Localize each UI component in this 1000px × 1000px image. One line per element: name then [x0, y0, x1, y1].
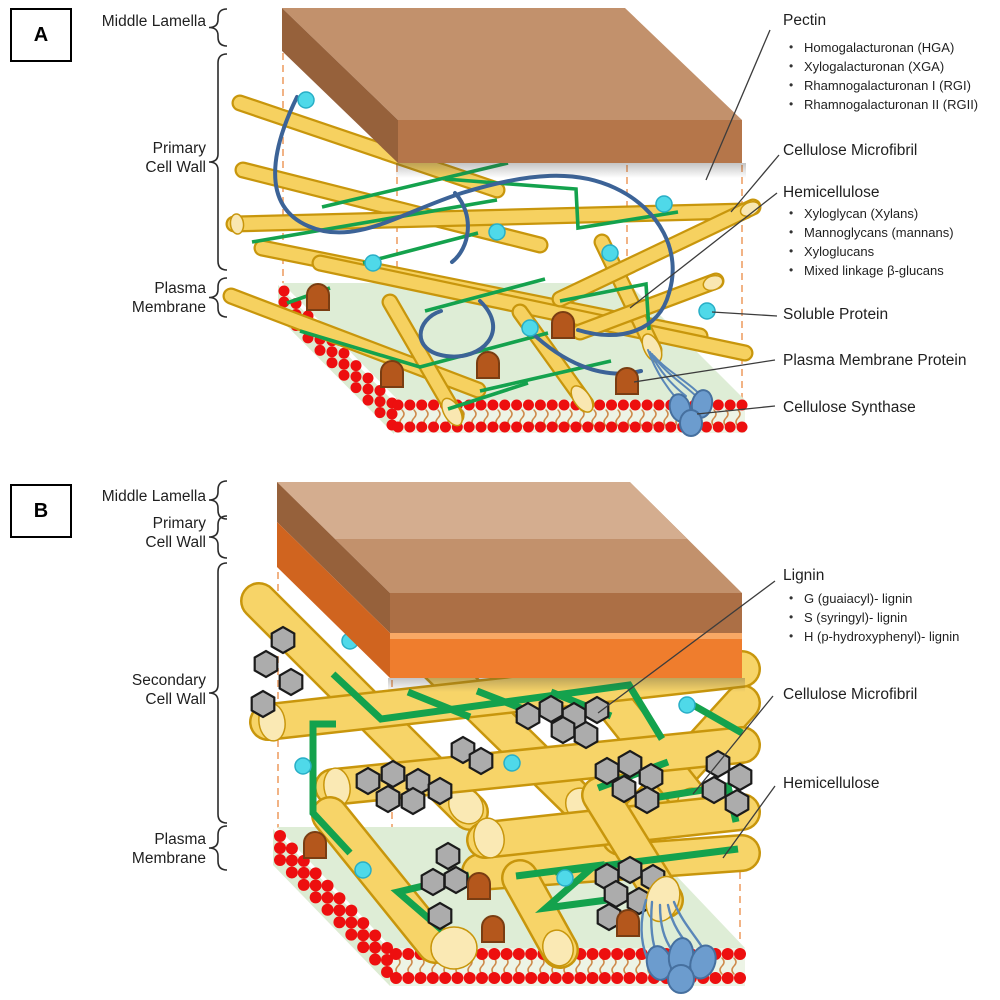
legend-pectin-item: Homogalacturonan (HGA): [786, 38, 978, 57]
label-plasma-membrane-a: Plasma Membrane: [78, 279, 206, 317]
label-plasma-line1: Plasma: [154, 831, 206, 848]
legend-cellulose-microfibril-a: Cellulose Microfibril: [783, 142, 918, 159]
legend-hemicellulose-list: Xyloglycan (Xylans) Mannoglycans (mannan…: [786, 204, 954, 280]
cellulose-synthase-complex: [640, 875, 717, 994]
label-plasma-line2: Membrane: [131, 299, 206, 316]
label-middle-lamella-a: Middle Lamella: [101, 13, 206, 30]
panel-b-diagram: [240, 482, 761, 994]
legend-lignin-item: G (guaiacyl)- lignin: [786, 589, 959, 608]
legend-pectin-item: Xylogalacturonan (XGA): [786, 57, 978, 76]
legend-lignin-item: S (syringyl)- lignin: [786, 608, 959, 627]
legend-pectin-title: Pectin: [783, 12, 827, 29]
soluble-protein-dots: [294, 632, 696, 887]
legend-lignin-item: H (p-hydroxyphenyl)- lignin: [786, 627, 959, 646]
cellulose-synthase-complex: [647, 349, 714, 437]
legend-hemicellulose-item: Mixed linkage β-glucans: [786, 261, 954, 280]
legend-cellulose-synthase: Cellulose Synthase: [783, 399, 916, 416]
legend-soluble-protein: Soluble Protein: [783, 306, 889, 323]
label-primary-cell-wall-b: Primary Cell Wall: [78, 514, 206, 552]
label-primary-line1: Primary: [152, 140, 206, 157]
legend-hemicellulose-item: Xyloglycan (Xylans): [786, 204, 954, 223]
legend-hemicellulose-item: Mannoglycans (mannans): [786, 223, 954, 242]
legend-lignin-list: G (guaiacyl)- lignin S (syringyl)- ligni…: [786, 589, 959, 646]
middle-lamella-and-primary-wall-slabs: [277, 482, 745, 692]
pointer-lines-and-braces: [208, 8, 780, 871]
label-primary-line1: Primary: [152, 515, 206, 532]
hemicellulose-strands: [251, 161, 679, 411]
lignin-hexagons: [250, 625, 753, 932]
panel-a-diagram: [222, 8, 762, 437]
label-primary-cell-wall-a: Primary Cell Wall: [78, 139, 206, 177]
legend-hemicellulose-title-a: Hemicellulose: [783, 184, 880, 201]
label-middle-lamella-b: Middle Lamella: [101, 488, 206, 505]
legend-pectin-item: Rhamnogalacturonan II (RGII): [786, 95, 978, 114]
panel-a-tag: A: [10, 8, 72, 62]
pointer-lines: [597, 29, 780, 859]
legend-hemicellulose-item: Xyloglucans: [786, 242, 954, 261]
legend-plasma-membrane-protein: Plasma Membrane Protein: [783, 352, 967, 369]
legend-lignin-title: Lignin: [783, 567, 825, 584]
legend-hemicellulose-b: Hemicellulose: [783, 775, 880, 792]
legend-cellulose-microfibril-b: Cellulose Microfibril: [783, 686, 918, 703]
label-plasma-line2: Membrane: [131, 850, 206, 867]
label-secondary-line1: Secondary: [131, 672, 206, 689]
range-braces: [208, 8, 228, 871]
legend-pectin-item: Rhamnogalacturonan I (RGI): [786, 76, 978, 95]
label-primary-line2: Cell Wall: [145, 159, 206, 176]
plasma-membrane-proteins: [306, 283, 639, 395]
panel-b-tag: B: [10, 484, 72, 538]
label-secondary-cell-wall-b: Secondary Cell Wall: [78, 671, 206, 709]
label-plasma-membrane-b: Plasma Membrane: [78, 830, 206, 868]
middle-lamella-slab: [282, 8, 746, 178]
label-plasma-line1: Plasma: [154, 280, 206, 297]
label-primary-line2: Cell Wall: [145, 534, 206, 551]
label-secondary-line2: Cell Wall: [145, 691, 206, 708]
soluble-protein-dots: [297, 91, 716, 337]
legend-pectin-list: Homogalacturonan (HGA) Xylogalacturonan …: [786, 38, 978, 114]
plasma-membrane-proteins: [303, 831, 640, 943]
